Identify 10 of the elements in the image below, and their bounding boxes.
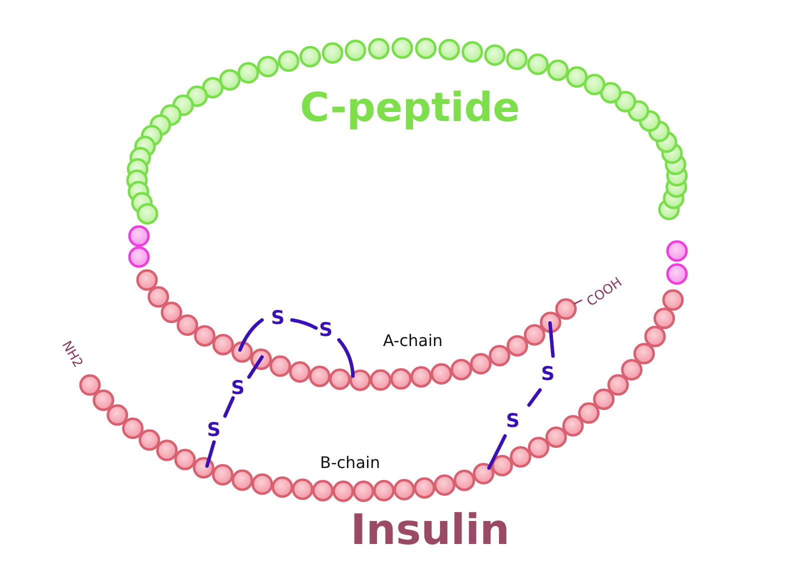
sulfur-label: S <box>506 412 520 430</box>
diagram-title: Insulin <box>350 509 510 551</box>
peptide-name: C-peptide <box>300 88 520 128</box>
sulfur-label: S <box>541 364 555 384</box>
sulfur-label: S <box>231 378 245 398</box>
sulfur-label: S <box>271 308 285 328</box>
sulfur-label: S <box>319 320 333 340</box>
chain-name: B-chain <box>320 455 380 471</box>
sulfur-label: S <box>207 420 221 440</box>
chain-name: A-chain <box>383 333 443 349</box>
